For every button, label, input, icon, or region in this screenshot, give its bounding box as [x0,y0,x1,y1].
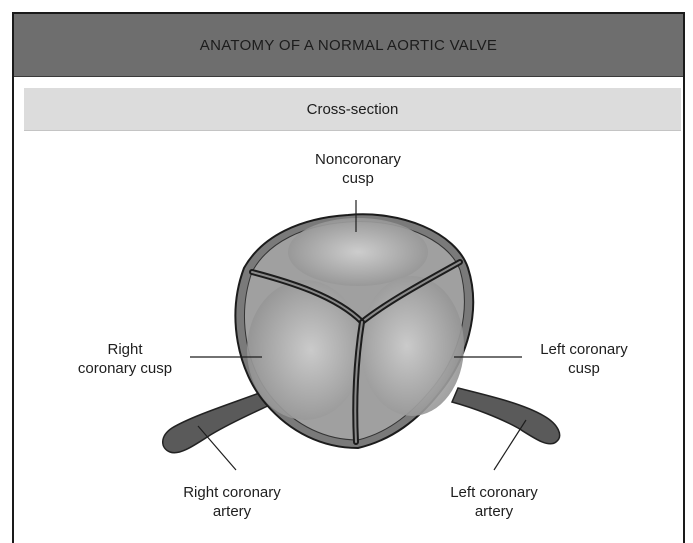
label-noncoronary-cusp: Noncoronary cusp [300,150,416,188]
label-left-coronary-artery: Left coronary artery [432,483,556,521]
leader-right-artery [198,426,236,470]
left-coronary-cusp [360,276,464,416]
left-coronary-artery [452,388,560,444]
right-coronary-cusp [247,280,363,420]
leader-left-artery [494,420,526,470]
label-right-coronary-cusp: Right coronary cusp [60,340,190,378]
right-coronary-artery [163,392,272,453]
label-right-coronary-artery: Right coronary artery [164,483,300,521]
label-left-coronary-cusp: Left coronary cusp [522,340,646,378]
noncoronary-cusp [288,218,428,286]
